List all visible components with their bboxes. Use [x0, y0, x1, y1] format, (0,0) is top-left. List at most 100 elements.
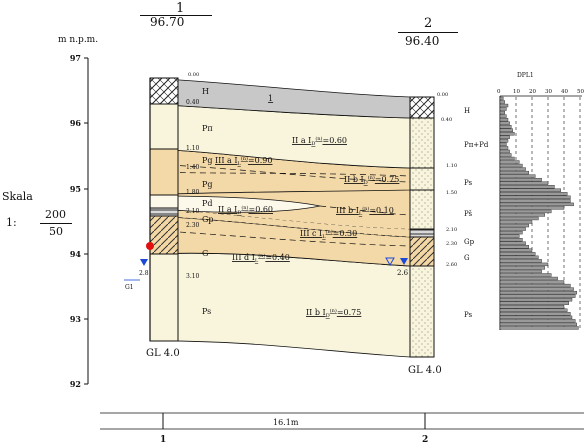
dpl-bar	[499, 294, 576, 298]
dpl-bar	[499, 223, 529, 228]
dpl-bar	[499, 234, 520, 238]
dpl-bar	[499, 245, 529, 249]
dpl-bar	[499, 135, 510, 139]
dpl-bar	[499, 305, 565, 309]
bh1-depth-1: 0.40	[186, 99, 200, 106]
dpl-bar	[499, 283, 571, 288]
dpl-tick-30: 30	[545, 89, 552, 95]
borehole-2-elevation: 96.40	[405, 34, 440, 48]
dpl-bar	[499, 181, 549, 185]
borehole-1-elevation: 96.70	[150, 15, 185, 29]
dpl-tick-40: 40	[561, 89, 568, 95]
dpl-bar	[499, 319, 576, 323]
layer-pd-code: Pd	[202, 199, 213, 208]
dpl-bar	[499, 315, 573, 320]
dpl-bar	[499, 290, 578, 295]
bh2-water-depth: 2.6	[397, 269, 409, 277]
dpl-bar	[499, 96, 504, 101]
dpl-bar	[499, 322, 578, 327]
dpl-bar	[499, 199, 571, 203]
dpl-bar	[499, 142, 507, 147]
bh1-depth-6: 2.30	[186, 222, 200, 229]
borehole-1-column	[149, 77, 179, 342]
dpl-bar	[499, 156, 515, 161]
dpl-tick-10: 10	[513, 89, 520, 95]
dpl-bar	[499, 117, 509, 122]
bh2-depth-4: 2.10	[446, 227, 457, 233]
label-iia-mid: II a ID(n)=0.60	[218, 204, 273, 216]
dpl-bar	[499, 128, 514, 132]
dpl-title: DPL1	[517, 72, 534, 79]
dpl-bar	[499, 139, 509, 143]
axis-tick-97: 97	[70, 53, 81, 63]
dpl-bar	[499, 202, 574, 207]
label-iiib: III b IL(n)=0.10	[336, 205, 394, 217]
water-level-bh2-open-icon	[385, 257, 395, 267]
dpl-bar	[499, 174, 536, 178]
bh2-soil-0: H	[464, 107, 470, 115]
layer-pg2-code: Pg	[202, 180, 213, 189]
dpl-bar	[499, 195, 571, 199]
layer-pg1-code: Pg	[202, 156, 213, 165]
layer-pd-lens-top	[149, 195, 321, 213]
bh2-depth-3: 1.50	[446, 190, 457, 196]
borehole-1-number: 1	[176, 1, 185, 16]
axis-units: m n.p.m.	[58, 35, 99, 45]
label-iiic: III c IL(n)=0.30	[300, 228, 357, 240]
dpl-bar	[499, 220, 533, 224]
layer-ps-lower	[149, 252, 411, 358]
dpl-bar	[499, 167, 526, 171]
axis-tick-93: 93	[70, 314, 82, 324]
bh1-depth-5: 2.10	[186, 208, 200, 215]
dpl-bar	[499, 192, 568, 196]
bh1-water-depth: 2.8	[139, 270, 149, 277]
dpl-bar	[499, 276, 558, 281]
distance-right-num: 2	[422, 435, 428, 445]
dpl-bar	[499, 241, 526, 245]
dpl-bar	[499, 125, 512, 129]
dpl-bar	[499, 252, 536, 256]
distance-label: 16.1m	[273, 418, 299, 427]
dpl-bar	[499, 238, 523, 242]
bh1-end-label: GL 4.0	[146, 348, 180, 359]
axis-tick-94: 94	[70, 249, 82, 259]
dpl-bar	[499, 266, 545, 270]
layer-ps-code: Ps	[202, 307, 211, 316]
scale-denominator: 50	[49, 225, 63, 238]
dpl-bar	[499, 163, 523, 168]
dpl-bar	[499, 114, 507, 118]
bh2-depth-1: 0.40	[441, 117, 452, 123]
dpl-bar	[499, 216, 539, 221]
bh1-water-label: G1	[125, 284, 134, 291]
scale-label: Skala	[2, 190, 33, 203]
label-iia-top: II a ID(n)=0.60	[292, 135, 347, 147]
bh2-soil-6: Ps	[464, 311, 473, 319]
dpl-bar	[499, 107, 507, 111]
dpl-bar	[499, 100, 506, 104]
water-level-bh2-icon	[400, 258, 408, 265]
distance-scale: 16.1m 1 2	[100, 412, 584, 445]
dpl-bar	[499, 287, 574, 291]
bh2-soil-3: Pš	[464, 209, 473, 218]
dpl-bar	[499, 248, 533, 252]
bh2-soil-1: Pπ+Pd	[464, 141, 489, 149]
dpl-bar	[499, 312, 571, 316]
layer-g-code: G	[202, 249, 208, 258]
bh2-soil-5: G	[464, 254, 470, 262]
dpl-bar	[499, 280, 565, 284]
dpl-tick-0: 0	[497, 89, 501, 95]
dpl-tick-50: 50	[577, 89, 584, 95]
borehole-2-rule	[398, 32, 458, 33]
scale-rule	[40, 223, 72, 224]
axis-tick-96: 96	[70, 118, 82, 128]
dpl-bar	[499, 185, 555, 189]
dpl-bar	[499, 227, 526, 231]
dpl-bar	[499, 326, 579, 330]
elevation-axis: 97 96 95 94 93 92	[70, 53, 89, 389]
dpl-bar	[499, 273, 552, 277]
distance-left-num: 1	[160, 435, 166, 445]
layer-1-num: 1	[268, 94, 273, 103]
dpl-bar	[499, 132, 515, 136]
